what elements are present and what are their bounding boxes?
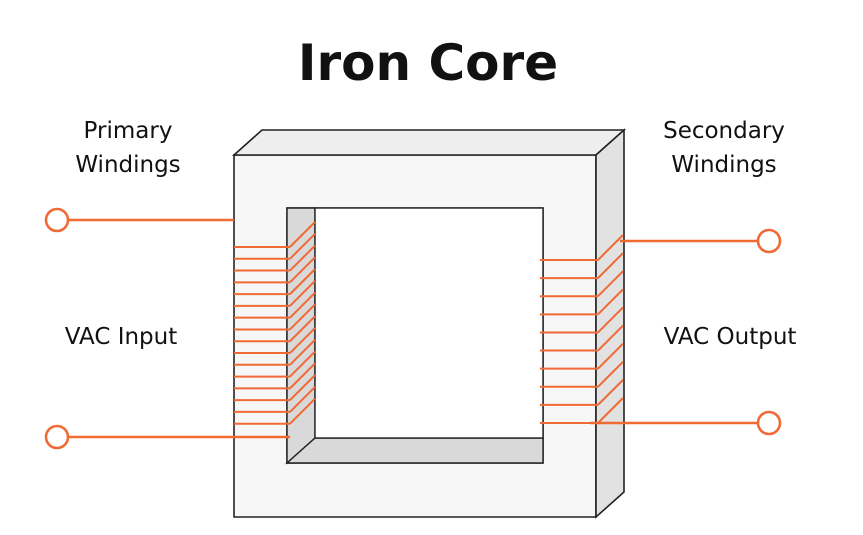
primary-turn-wrap (289, 244, 316, 272)
vac-input-label: VAC Input (65, 324, 178, 350)
primary-turn-wrap (289, 386, 316, 413)
input-terminal-top (44, 207, 70, 233)
secondary-turn-wrap (597, 270, 624, 297)
primary-turn-wrap (289, 280, 316, 307)
secondary-label-line1: Secondary (663, 118, 785, 144)
primary-label-line1: Primary (84, 118, 173, 144)
secondary-turn-wrap (597, 361, 624, 388)
primary-turn-wrap (289, 233, 316, 260)
secondary-label-line2: Windings (671, 152, 776, 178)
primary-turn-wrap (289, 256, 316, 284)
secondary-turn-wrap (597, 342, 624, 370)
secondary-turn-wrap (597, 306, 624, 334)
primary-turn-wrap (289, 397, 316, 425)
primary-turn-wrap (289, 268, 316, 295)
lead-wires (44, 207, 782, 450)
primary-turn-wrap (289, 350, 316, 378)
secondary-turn-wrap (597, 397, 624, 424)
primary-label-line2: Windings (75, 152, 180, 178)
primary-winding (234, 221, 316, 425)
secondary-turn-wrap (597, 234, 624, 261)
primary-turn-wrap (289, 303, 316, 331)
primary-turn-wrap (289, 315, 316, 342)
primary-turn-wrap (289, 221, 316, 248)
iron-core (231, 128, 627, 519)
core-right-face (595, 128, 625, 519)
vac-output-label: VAC Output (664, 324, 797, 350)
primary-turn-wrap (289, 291, 316, 319)
primary-turn-wrap (289, 374, 316, 401)
core-window (314, 207, 544, 439)
core-top-face (231, 129, 627, 156)
primary-turn-wrap (289, 327, 316, 354)
primary-turn-wrap (289, 362, 316, 390)
secondary-winding (540, 234, 624, 424)
primary-turn-wrap (289, 339, 316, 366)
secondary-turn-wrap (597, 379, 624, 406)
diagram-title: Iron Core (298, 34, 558, 92)
core-window-bottom-wall (285, 437, 544, 464)
input-terminal-bottom (44, 424, 70, 450)
secondary-turn-wrap (597, 324, 624, 352)
secondary-turn-wrap (597, 252, 624, 279)
output-terminal-bottom (756, 410, 782, 436)
secondary-turn-wrap (597, 288, 624, 316)
output-terminal-top (756, 228, 782, 254)
